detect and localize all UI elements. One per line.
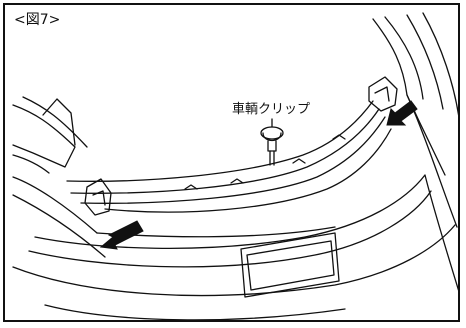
figure-frame: <図7> 車輌クリップ <box>3 3 460 322</box>
left-bracket <box>84 178 112 216</box>
arrow-icon-left <box>99 220 144 250</box>
vehicle-clip-label: 車輌クリップ <box>232 102 311 117</box>
left-body-panel <box>12 104 76 168</box>
right-body-panel <box>372 18 458 228</box>
figure-label: <図7> <box>14 12 61 28</box>
license-plate-recess <box>240 232 340 298</box>
bumper-illustration <box>12 12 458 320</box>
arrow-icon-right <box>386 100 418 126</box>
mounting-flange <box>66 100 374 182</box>
right-bracket <box>368 76 398 112</box>
bumper-cover <box>34 174 458 291</box>
vehicle-clip-icon <box>260 126 284 166</box>
